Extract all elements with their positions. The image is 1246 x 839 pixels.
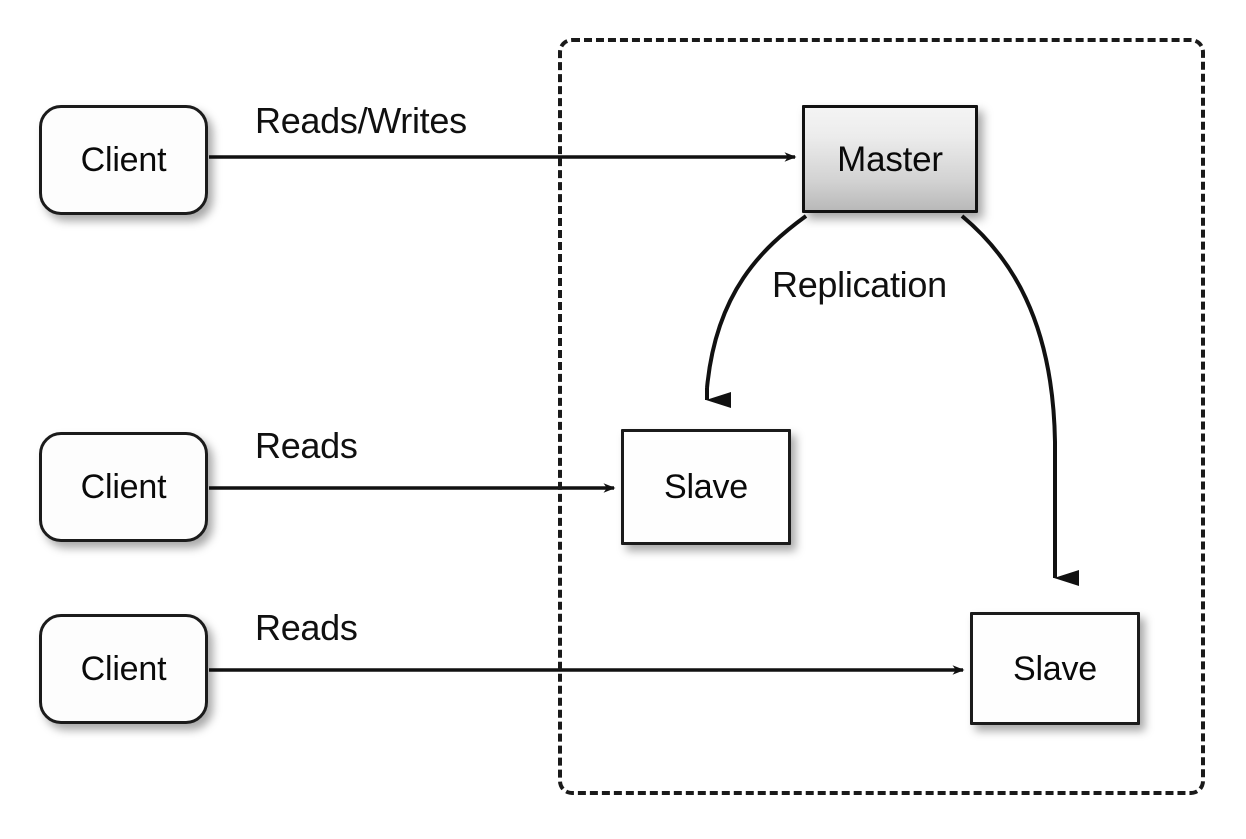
node-client-2-label: Client <box>80 468 167 506</box>
node-client-1-label: Client <box>80 141 167 179</box>
edge-label-reads-slave1: Reads <box>255 425 358 466</box>
edge-label-reads-writes: Reads/Writes <box>255 100 467 141</box>
node-client-2[interactable]: Client <box>39 432 208 542</box>
node-client-3-label: Client <box>80 650 167 688</box>
node-client-1[interactable]: Client <box>39 105 208 215</box>
node-slave-2[interactable]: Slave <box>970 612 1140 725</box>
node-slave-2-label: Slave <box>1012 649 1098 688</box>
node-slave-1-label: Slave <box>663 468 749 506</box>
edge-label-replication: Replication <box>772 264 947 305</box>
node-master-label: Master <box>837 139 943 179</box>
node-client-3[interactable]: Client <box>39 614 208 724</box>
replication-cluster-boundary <box>558 38 1205 795</box>
node-master[interactable]: Master <box>802 105 978 213</box>
edge-label-reads-slave2: Reads <box>255 607 358 648</box>
node-slave-1[interactable]: Slave <box>621 429 791 545</box>
